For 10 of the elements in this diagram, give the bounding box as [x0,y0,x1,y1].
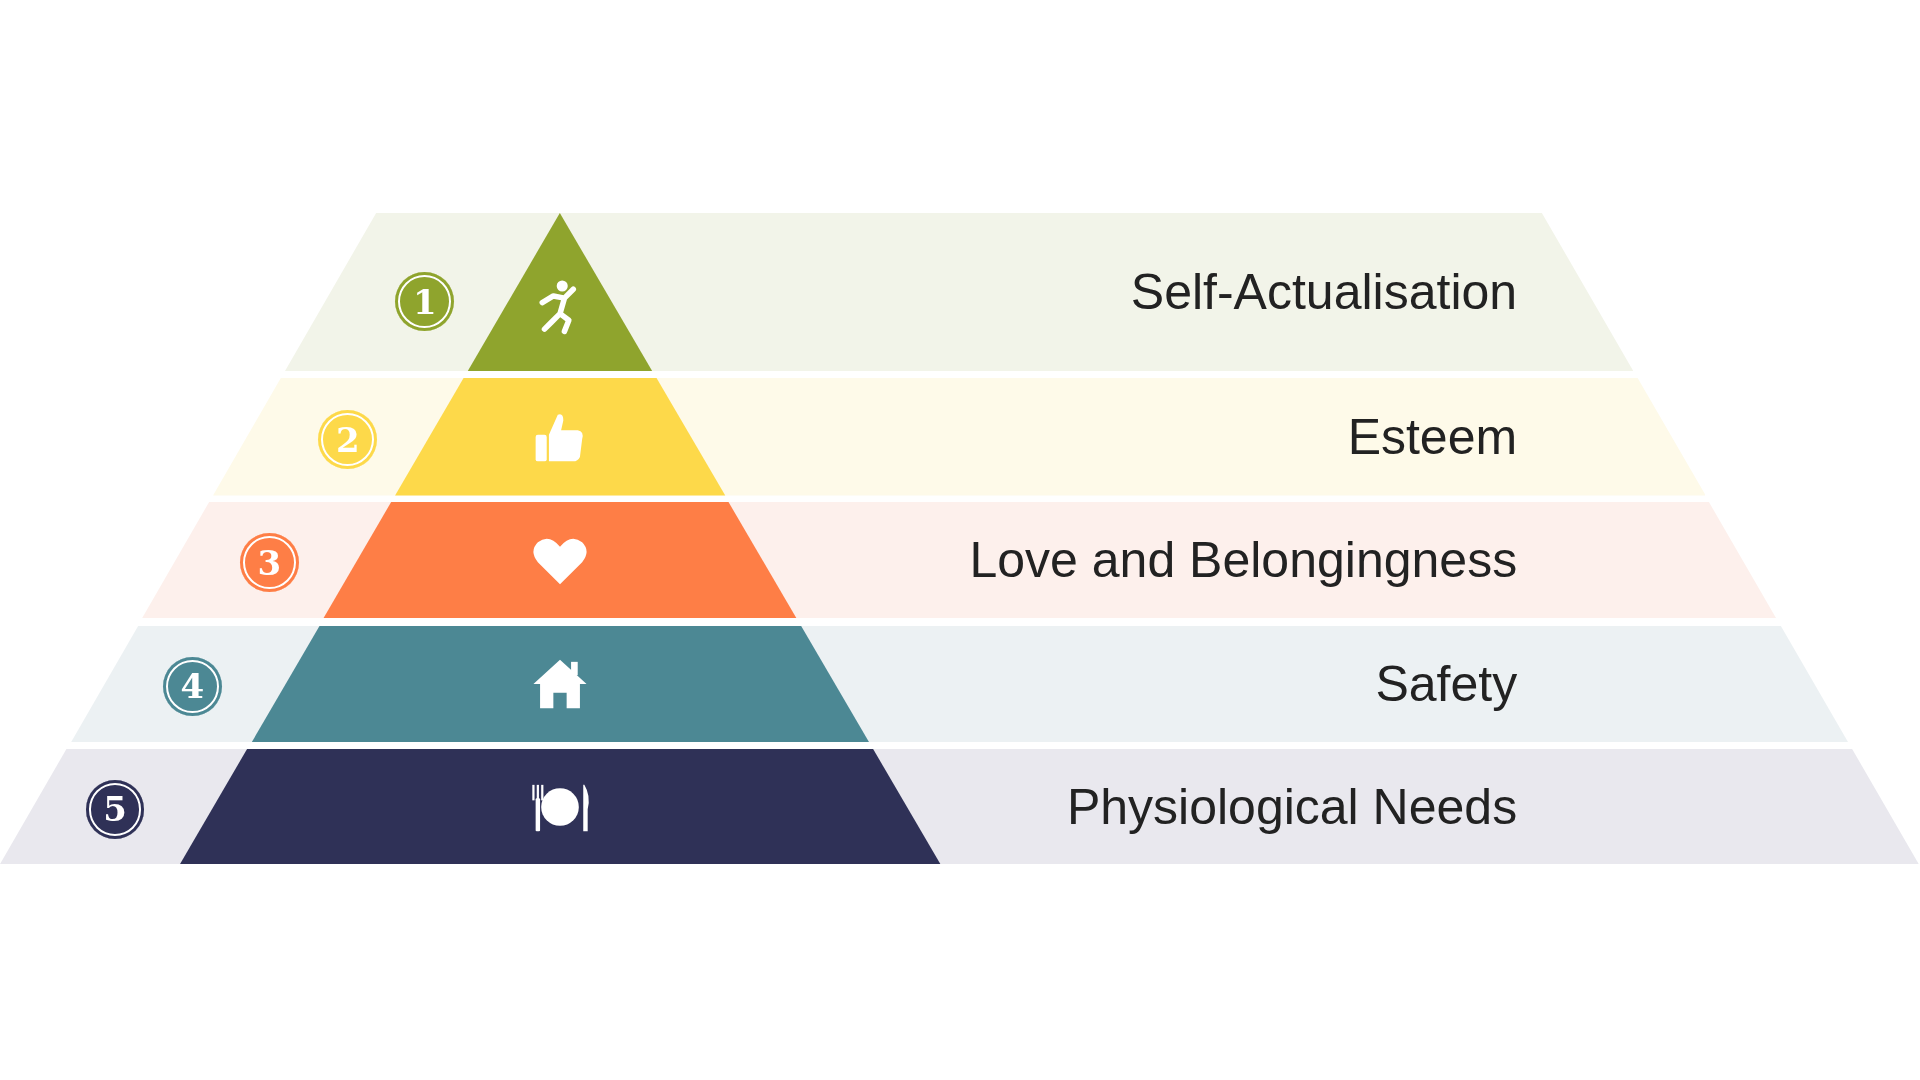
step-number: 5 [103,792,127,827]
step-number: 1 [413,284,437,319]
step-number: 4 [180,669,205,704]
level-label: Physiological Needs [1066,781,1518,832]
level-label: Safety [1375,658,1518,709]
level-label: Esteem [1347,412,1518,463]
step-number: 3 [257,545,282,580]
step-number: 2 [335,422,360,457]
level-label: Love and Belongingness [969,535,1518,586]
level-label: Self-Actualisation [1130,267,1518,317]
